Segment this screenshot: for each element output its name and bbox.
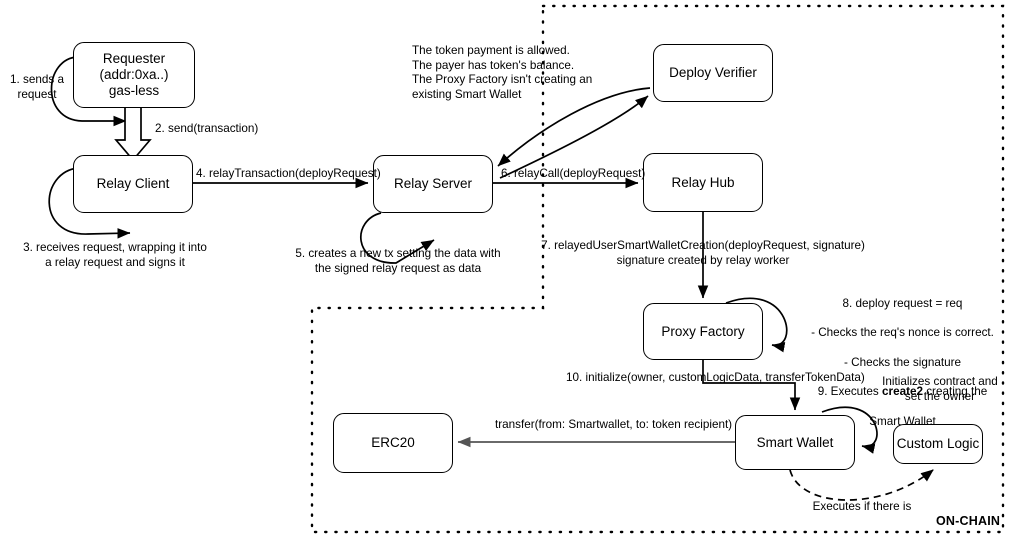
label-step-9-prefix: 9. Executes	[817, 385, 883, 399]
label-step-7: 7. relayedUserSmartWalletCreation(deploy…	[541, 239, 865, 267]
label-step-5: 5. creates a new tx setting the data wit…	[295, 247, 501, 275]
node-requester-label: Requester (addr:0xa..) gas-less	[99, 51, 169, 98]
label-step-8-line-2: - Checks the req's nonce is correct.	[811, 326, 994, 340]
node-erc20-label: ERC20	[371, 435, 415, 451]
edge-smart-wallet-self	[821, 406, 878, 454]
label-step-10: 10. initialize(owner, customLogicData, t…	[566, 371, 865, 384]
node-requester[interactable]: Requester (addr:0xa..) gas-less	[73, 42, 195, 108]
node-relay-client-label: Relay Client	[96, 176, 170, 192]
label-transfer: transfer(from: Smartwallet, to: token re…	[495, 418, 733, 431]
label-step-9-line-2: Smart Wallet	[869, 414, 936, 428]
edge-smart-wallet-to-custom-logic	[789, 469, 934, 501]
label-step-4: 4. relayTransaction(deployRequest)	[196, 167, 381, 180]
node-deploy-verifier[interactable]: Deploy Verifier	[653, 44, 773, 102]
edge-requester-to-relay-client	[114, 106, 152, 162]
label-on-chain: ON-CHAIN	[936, 514, 1001, 528]
node-relay-hub-label: Relay Hub	[671, 174, 735, 190]
label-step-3: 3. receives request, wrapping it into a …	[23, 241, 207, 269]
node-relay-server[interactable]: Relay Server	[373, 155, 493, 213]
node-custom-logic-label: Custom Logic	[896, 436, 980, 452]
label-step-8-line-3: - Checks the signature	[844, 355, 961, 369]
edge-proxy-factory-to-smart-wallet	[702, 360, 801, 411]
edge-relay-client-self	[48, 167, 131, 239]
edge-relay-server-to-deploy-verifier	[499, 95, 649, 179]
label-step-8-line-1: 8. deploy request = req	[842, 296, 963, 310]
on-chain-boundary	[310, 4, 1005, 534]
node-relay-server-label: Relay Server	[393, 176, 473, 192]
node-relay-hub[interactable]: Relay Hub	[643, 153, 763, 212]
label-step-1: 1. sends a request	[10, 73, 64, 101]
node-proxy-factory-label: Proxy Factory	[661, 323, 745, 339]
label-initializes: Initializes contract and set the owner	[882, 375, 998, 403]
edge-requester-self	[50, 56, 127, 127]
edge-relay-server-self	[359, 212, 435, 264]
node-proxy-factory[interactable]: Proxy Factory	[643, 303, 763, 360]
edge-deploy-verifier-to-relay-server	[497, 87, 651, 167]
label-step-9-suffix: creating the	[922, 385, 988, 399]
label-step-6: 6. relayCall(deployRequest)	[501, 167, 646, 180]
label-executes-if: Executes if there is	[812, 500, 912, 513]
node-smart-wallet-label: Smart Wallet	[756, 434, 834, 450]
node-erc20[interactable]: ERC20	[333, 413, 453, 473]
node-custom-logic[interactable]: Custom Logic	[893, 424, 983, 464]
label-verifier-conditions: The token payment is allowed. The payer …	[412, 44, 593, 102]
edge-proxy-factory-self	[725, 297, 788, 353]
label-step-9-create2: create2	[882, 385, 923, 399]
label-step-8-9: 8. deploy request = req - Checks the req…	[786, 282, 1006, 444]
node-relay-client[interactable]: Relay Client	[73, 155, 193, 213]
node-deploy-verifier-label: Deploy Verifier	[669, 65, 757, 81]
label-step-2: 2. send(transaction)	[155, 122, 259, 135]
node-smart-wallet[interactable]: Smart Wallet	[735, 415, 855, 470]
